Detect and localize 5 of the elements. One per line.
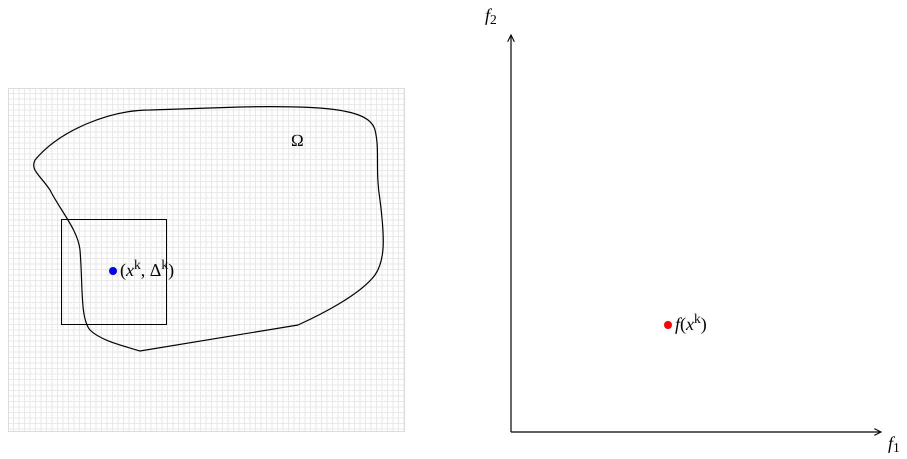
axis-label: f$_{1}$ [888, 434, 900, 452]
feasible-region [33, 105, 385, 354]
region-label: Ω [291, 132, 304, 149]
axis-label: f$_{2}$ [485, 6, 497, 24]
point-label: f(x$^{k}$) [675, 315, 707, 333]
